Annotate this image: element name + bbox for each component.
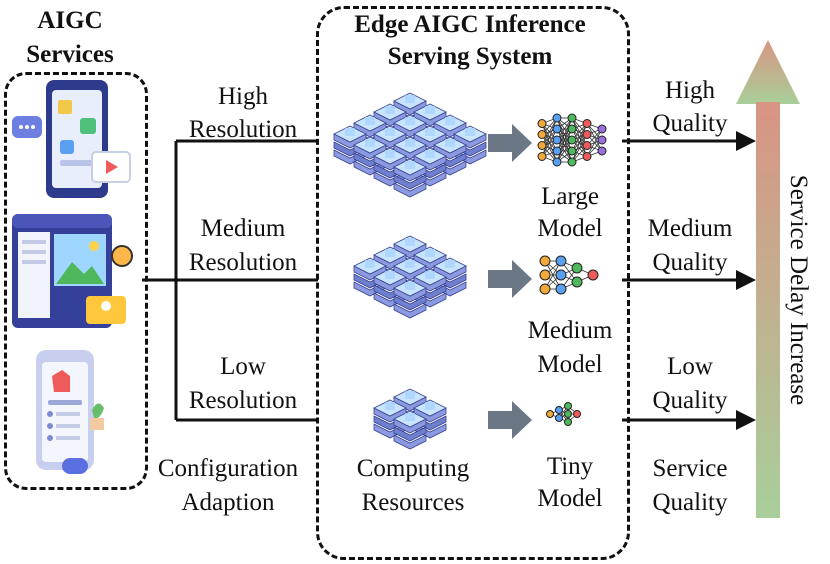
network-edge bbox=[556, 117, 573, 152]
network-node bbox=[539, 269, 551, 281]
network-node bbox=[555, 283, 567, 295]
network-node bbox=[582, 130, 592, 139]
tiny-neural-network-icon bbox=[546, 402, 581, 426]
model-tiny-line1: Tiny bbox=[546, 453, 594, 480]
computing-label-line1: Computing bbox=[356, 455, 470, 482]
network-node bbox=[552, 135, 562, 145]
resolution-connectors bbox=[142, 139, 318, 422]
server-unit bbox=[393, 410, 427, 450]
network-node bbox=[555, 255, 567, 267]
quality-medium-line1: Medium bbox=[647, 215, 733, 242]
config-label-line2: Adaption bbox=[181, 489, 275, 516]
network-edge bbox=[541, 128, 558, 157]
network-edge bbox=[571, 134, 588, 163]
network-node bbox=[555, 269, 567, 281]
server-cluster-medium bbox=[353, 235, 467, 319]
browser-image-icon bbox=[12, 214, 133, 328]
network-node bbox=[552, 157, 562, 167]
network-node bbox=[582, 152, 592, 161]
network-node bbox=[552, 113, 562, 123]
config-label-line1: Configuration bbox=[157, 455, 299, 482]
service-quality-line1: Service bbox=[652, 455, 728, 482]
network-node bbox=[567, 146, 577, 156]
resolution-high-line2: Resolution bbox=[188, 116, 298, 143]
network-edge bbox=[571, 123, 588, 152]
network-node bbox=[546, 410, 554, 418]
network-node bbox=[587, 269, 599, 281]
network-node bbox=[567, 124, 577, 134]
server-unit bbox=[393, 279, 427, 319]
quality-low-line1: Low bbox=[667, 353, 713, 380]
model-medium-line1: Medium bbox=[527, 317, 613, 344]
server-unit bbox=[393, 158, 427, 198]
model-large-line2: Model bbox=[537, 215, 603, 242]
network-node bbox=[582, 141, 592, 150]
network-node bbox=[567, 157, 577, 167]
system-title-line2: Serving System bbox=[387, 43, 553, 70]
resolution-medium-line1: Medium bbox=[200, 215, 286, 242]
network-node bbox=[537, 130, 547, 139]
network-node bbox=[537, 119, 547, 128]
service-quality-line2: Quality bbox=[652, 489, 728, 516]
network-node bbox=[564, 418, 572, 426]
network-node bbox=[564, 402, 572, 410]
quality-arrows bbox=[622, 131, 756, 430]
network-node bbox=[597, 135, 607, 145]
model-medium-line2: Model bbox=[537, 351, 603, 378]
network-edge bbox=[571, 123, 588, 163]
network-node bbox=[597, 146, 607, 156]
resolution-high-line1: High bbox=[218, 83, 268, 110]
network-node bbox=[552, 124, 562, 134]
network-node bbox=[571, 276, 583, 288]
resolution-low-line1: Low bbox=[220, 353, 266, 380]
delay-arrow bbox=[736, 40, 800, 518]
quality-low-line2: Quality bbox=[652, 387, 728, 414]
service-delay-label: Service Delay Increase bbox=[785, 174, 812, 406]
resolution-low-line2: Resolution bbox=[188, 387, 298, 414]
mobile-shop-icon bbox=[36, 350, 104, 474]
server-cluster-large bbox=[333, 92, 487, 198]
system-title-line1: Edge AIGC Inference bbox=[354, 11, 586, 38]
network-node bbox=[555, 406, 563, 414]
server-cluster-small bbox=[373, 388, 447, 450]
network-node bbox=[571, 262, 583, 274]
network-node bbox=[567, 135, 577, 145]
quality-medium-line2: Quality bbox=[652, 249, 728, 276]
network-node bbox=[573, 410, 581, 418]
quality-high-line1: High bbox=[665, 77, 715, 104]
medium-neural-network-icon bbox=[539, 255, 599, 295]
network-node bbox=[537, 141, 547, 150]
network-node bbox=[555, 414, 563, 422]
network-edge bbox=[556, 128, 573, 163]
resolution-medium-line2: Resolution bbox=[188, 249, 298, 276]
model-arrows bbox=[488, 124, 532, 439]
network-node bbox=[539, 283, 551, 295]
network-node bbox=[539, 255, 551, 267]
quality-high-line2: Quality bbox=[652, 110, 728, 137]
model-large-line1: Large bbox=[541, 183, 599, 210]
computing-label-line2: Resources bbox=[361, 489, 465, 516]
large-neural-network-icon bbox=[537, 113, 607, 167]
network-node bbox=[552, 146, 562, 156]
serving-system-box bbox=[316, 6, 630, 560]
network-edge bbox=[586, 128, 603, 157]
network-edge bbox=[541, 117, 558, 146]
network-node bbox=[567, 113, 577, 123]
network-node bbox=[582, 119, 592, 128]
network-node bbox=[537, 152, 547, 161]
network-node bbox=[564, 410, 572, 418]
services-title-line2: Services bbox=[26, 41, 114, 68]
network-edge bbox=[541, 117, 558, 157]
smartphone-chat-icon bbox=[12, 80, 131, 198]
network-node bbox=[597, 124, 607, 134]
model-tiny-line2: Model bbox=[537, 485, 603, 512]
services-title-line1: AIGC bbox=[37, 7, 103, 34]
